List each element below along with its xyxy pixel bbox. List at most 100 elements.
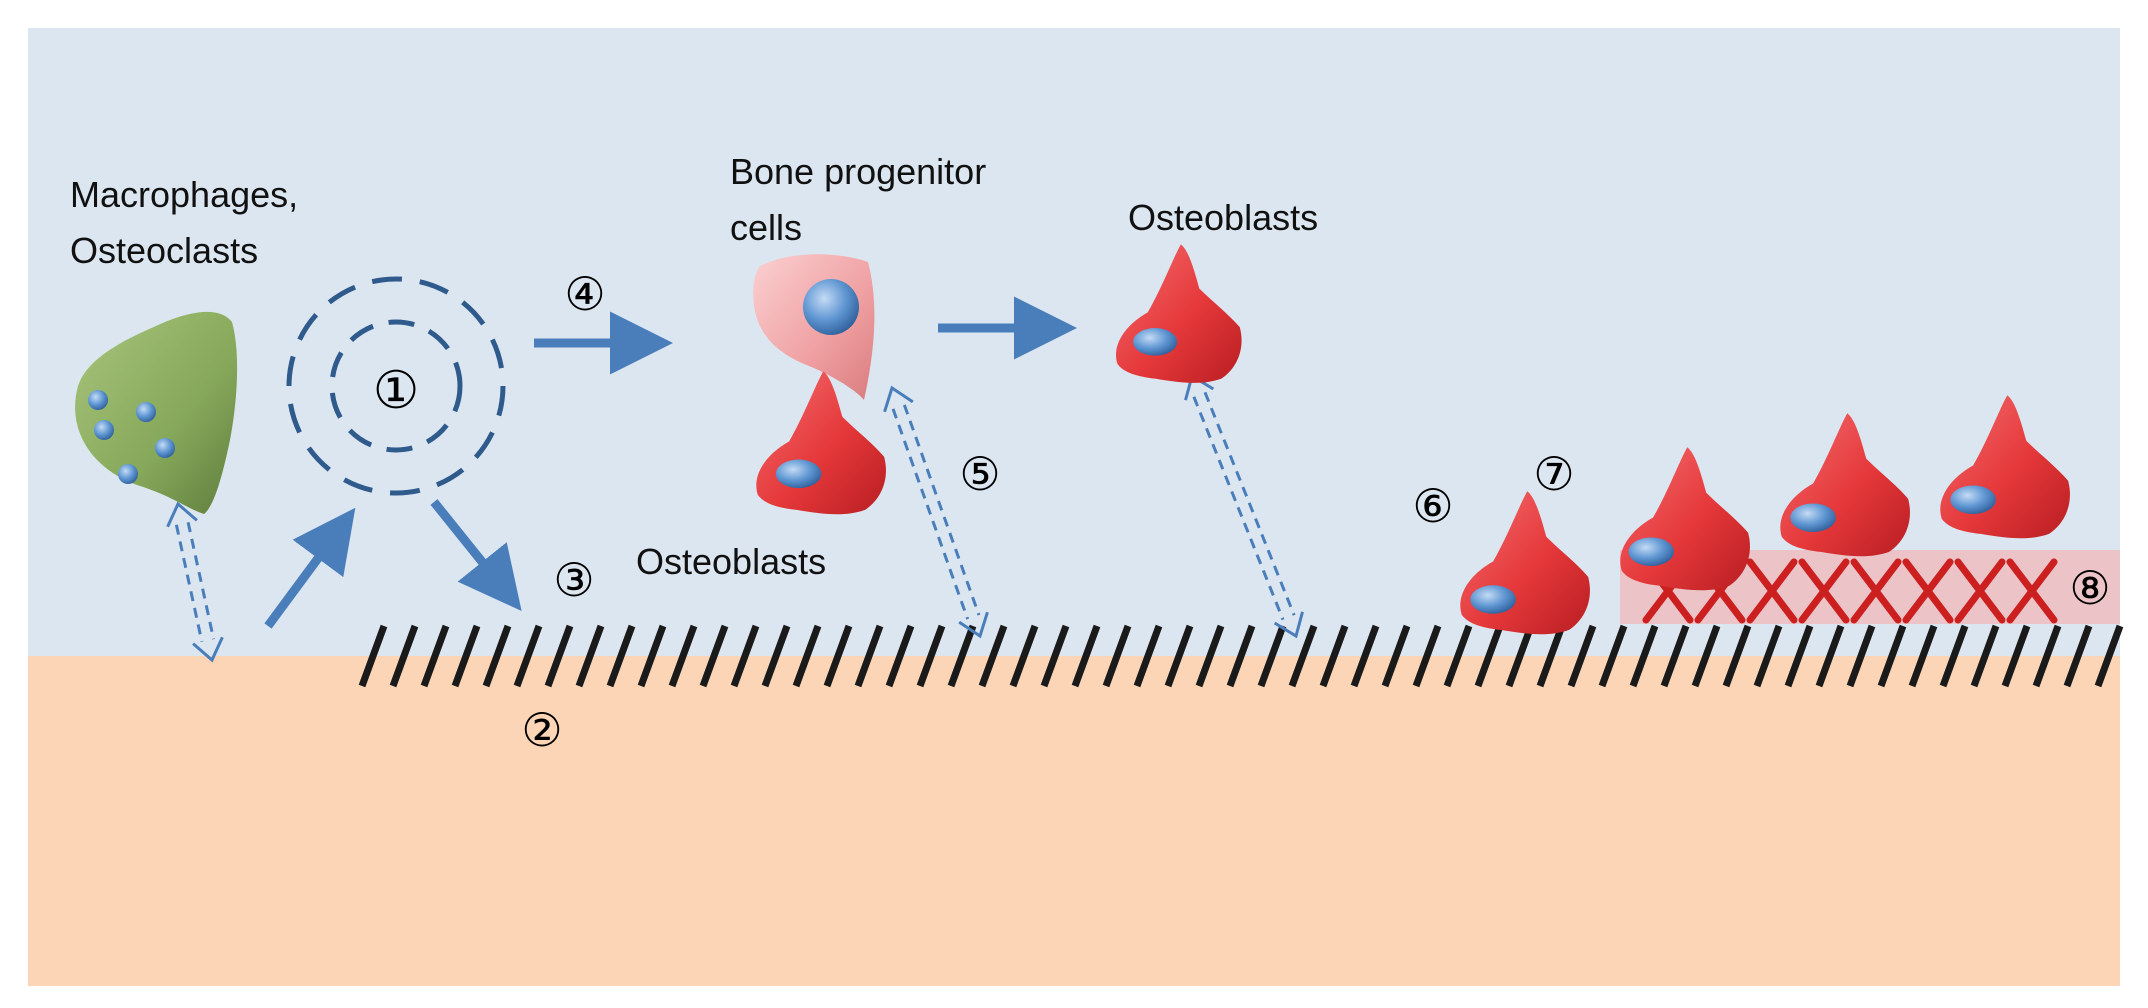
hatch-mark bbox=[1164, 624, 1194, 688]
step-5-marker: ⑤ bbox=[959, 447, 1000, 501]
hatch-mark bbox=[1629, 624, 1659, 688]
hatch-mark bbox=[947, 624, 977, 688]
solid-arrows bbox=[264, 296, 1077, 629]
macrophage-nucleus bbox=[88, 390, 108, 410]
inhibition-x bbox=[1902, 558, 1954, 624]
hatch-mark bbox=[1226, 624, 1256, 688]
hatch-mark bbox=[575, 624, 605, 688]
inhibition-x bbox=[1850, 558, 1902, 624]
bone-progenitor-cell bbox=[753, 254, 875, 400]
step-3-marker: ③ bbox=[553, 553, 594, 607]
hatch-mark bbox=[1567, 624, 1597, 688]
hatch-mark bbox=[1102, 624, 1132, 688]
hatch-mark bbox=[1195, 624, 1225, 688]
hatch-mark bbox=[2001, 624, 2031, 688]
hatch-mark bbox=[1071, 624, 1101, 688]
hatch-mark bbox=[1908, 624, 1938, 688]
hatch-mark bbox=[1691, 624, 1721, 688]
osteoblast-nucleus bbox=[1950, 485, 1996, 514]
osteoblast-cell bbox=[1620, 447, 1750, 591]
hatch-mark bbox=[792, 624, 822, 688]
osteoblast-nucleus bbox=[1133, 328, 1178, 356]
osteoblasts-lower-label: Osteoblasts bbox=[636, 541, 826, 582]
hatch-mark bbox=[1970, 624, 2000, 688]
dashed-double-arrow bbox=[166, 501, 224, 663]
hatch-mark bbox=[1474, 624, 1504, 688]
hatch-mark bbox=[1443, 624, 1473, 688]
hatch-mark bbox=[668, 624, 698, 688]
hatch-mark bbox=[1598, 624, 1628, 688]
osteoblast-nucleus bbox=[1790, 503, 1836, 532]
inhibition-x bbox=[1798, 558, 1850, 624]
osteoblast-cell bbox=[1115, 244, 1242, 383]
hatch-mark bbox=[358, 624, 388, 688]
signal-rings bbox=[286, 276, 506, 496]
hatch-mark bbox=[699, 624, 729, 688]
arrow-signal-to-surface bbox=[430, 499, 522, 612]
hatch-mark bbox=[1536, 624, 1566, 688]
hatch-mark bbox=[1784, 624, 1814, 688]
hatch-mark bbox=[1133, 624, 1163, 688]
progenitor-nucleus bbox=[803, 279, 859, 335]
step-2-marker: ② bbox=[521, 703, 562, 757]
dashed-double-arrow bbox=[883, 385, 989, 639]
step-8-marker: ⑧ bbox=[2069, 561, 2110, 615]
inhibition-x bbox=[1954, 558, 2006, 624]
hatch-mark bbox=[1319, 624, 1349, 688]
hatch-mark bbox=[1877, 624, 1907, 688]
hatch-mark bbox=[1412, 624, 1442, 688]
hatch-mark bbox=[451, 624, 481, 688]
hatch-mark bbox=[1288, 624, 1318, 688]
hatch-mark bbox=[1350, 624, 1380, 688]
hatch-mark bbox=[730, 624, 760, 688]
macrophage-nucleus bbox=[136, 402, 156, 422]
hatch-mark bbox=[544, 624, 574, 688]
arrow-surface-to-signal bbox=[264, 507, 356, 629]
osteoblast-cell bbox=[1780, 413, 1910, 557]
macrophage-nucleus bbox=[155, 438, 175, 458]
osteoblast-nucleus bbox=[1628, 537, 1674, 566]
hatch-mark bbox=[885, 624, 915, 688]
macrophages-label-line1: Macrophages, bbox=[70, 174, 298, 215]
hatch-mark bbox=[2063, 624, 2093, 688]
hatch-mark bbox=[978, 624, 1008, 688]
hatch-mark bbox=[606, 624, 636, 688]
osteoblasts-top-label: Osteoblasts bbox=[1128, 197, 1318, 238]
hatch-mark bbox=[1660, 624, 1690, 688]
bone-progenitor-label-line1: Bone progenitor bbox=[730, 151, 986, 192]
inhibition-x bbox=[1746, 558, 1798, 624]
macrophage-nucleus bbox=[94, 420, 114, 440]
bone-progenitor-label-line2: cells bbox=[730, 207, 802, 248]
hatch-mark bbox=[1815, 624, 1845, 688]
hatch-mark bbox=[637, 624, 667, 688]
step-7-marker: ⑦ bbox=[1533, 447, 1574, 501]
hatch-mark bbox=[1846, 624, 1876, 688]
bone-surface-hatch bbox=[358, 624, 2124, 688]
hatch-mark bbox=[761, 624, 791, 688]
bone-region bbox=[28, 656, 2120, 986]
osteoblast-nucleus bbox=[775, 459, 822, 489]
osteoblast-cell bbox=[1940, 395, 2070, 539]
osteoblast-cells bbox=[756, 244, 2070, 635]
macrophages-label-line2: Osteoclasts bbox=[70, 230, 258, 271]
hatch-mark bbox=[1040, 624, 1070, 688]
hatch-mark bbox=[420, 624, 450, 688]
hatch-mark bbox=[482, 624, 512, 688]
step-4-marker: ④ bbox=[564, 267, 605, 321]
osteoblast-cell bbox=[1460, 491, 1590, 635]
step-6-marker: ⑥ bbox=[1412, 479, 1453, 533]
hatch-mark bbox=[1505, 624, 1535, 688]
hatch-mark bbox=[1009, 624, 1039, 688]
osteoblast-nucleus bbox=[1470, 585, 1516, 614]
step-1-marker: ① bbox=[373, 361, 420, 421]
hatch-mark bbox=[513, 624, 543, 688]
hatch-mark bbox=[823, 624, 853, 688]
hatch-mark bbox=[916, 624, 946, 688]
hatch-mark bbox=[389, 624, 419, 688]
hatch-mark bbox=[2094, 624, 2124, 688]
inhibition-x bbox=[2006, 558, 2058, 624]
macrophage-cell bbox=[75, 311, 238, 514]
hatch-mark bbox=[1939, 624, 1969, 688]
macrophage-nucleus bbox=[118, 464, 138, 484]
